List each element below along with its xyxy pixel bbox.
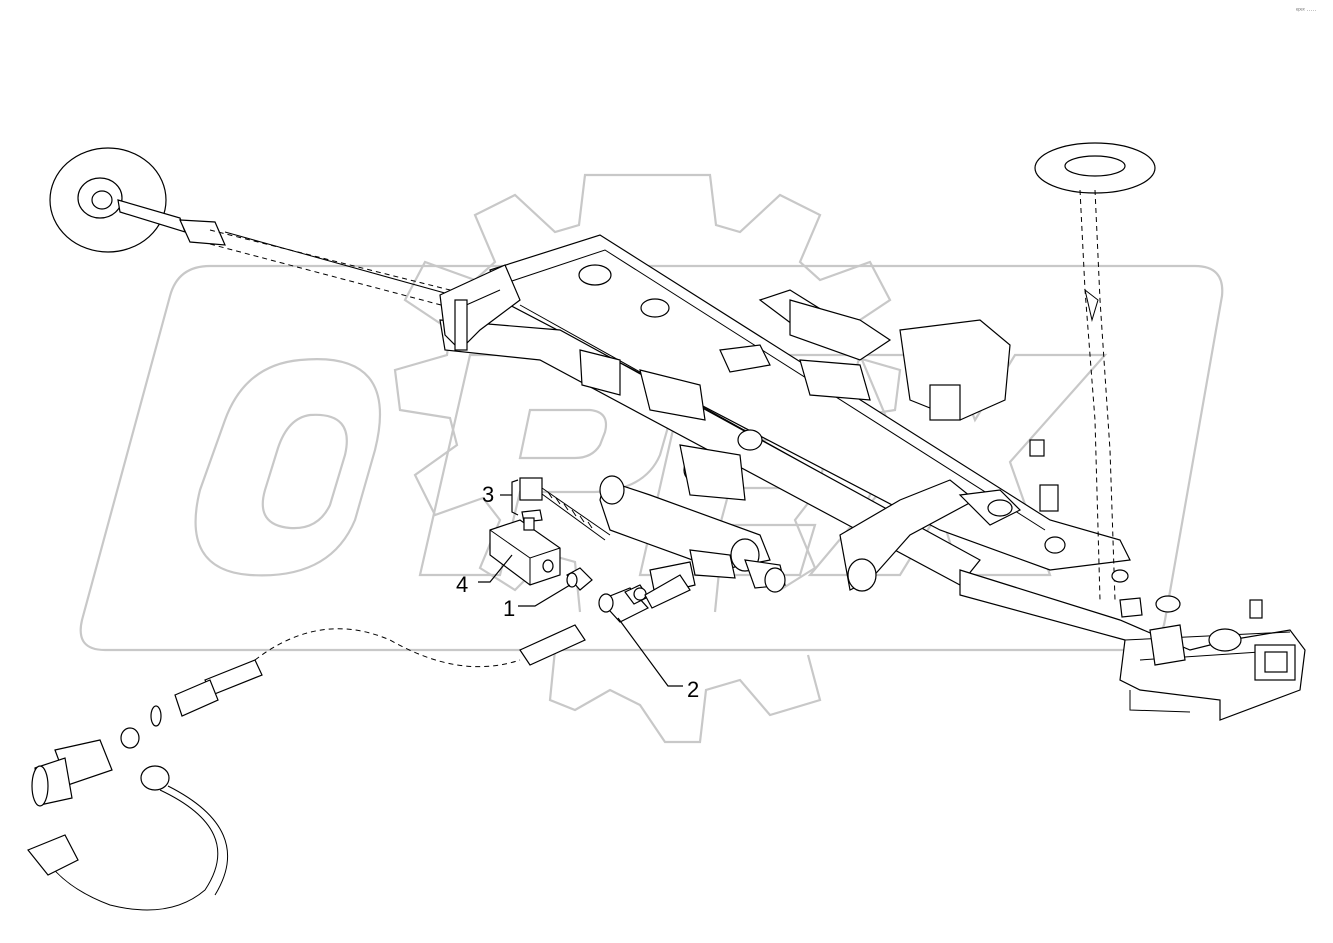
callout-2: 2 xyxy=(687,677,699,702)
callout-4: 4 xyxy=(456,572,468,597)
part-4-valve-block xyxy=(489,517,561,586)
part-3-throttle-screw xyxy=(519,477,611,541)
machine-frame xyxy=(49,142,1306,721)
part-2-tee-fitting xyxy=(598,574,691,623)
callout-1: 1 xyxy=(503,596,515,621)
part-1-adapter xyxy=(566,567,593,591)
hose-assembly xyxy=(27,624,586,911)
leader-lines xyxy=(478,479,683,687)
corner-mark: ᵉᵖᵉˣ ····· xyxy=(1296,8,1316,14)
callout-3: 3 xyxy=(482,482,494,507)
